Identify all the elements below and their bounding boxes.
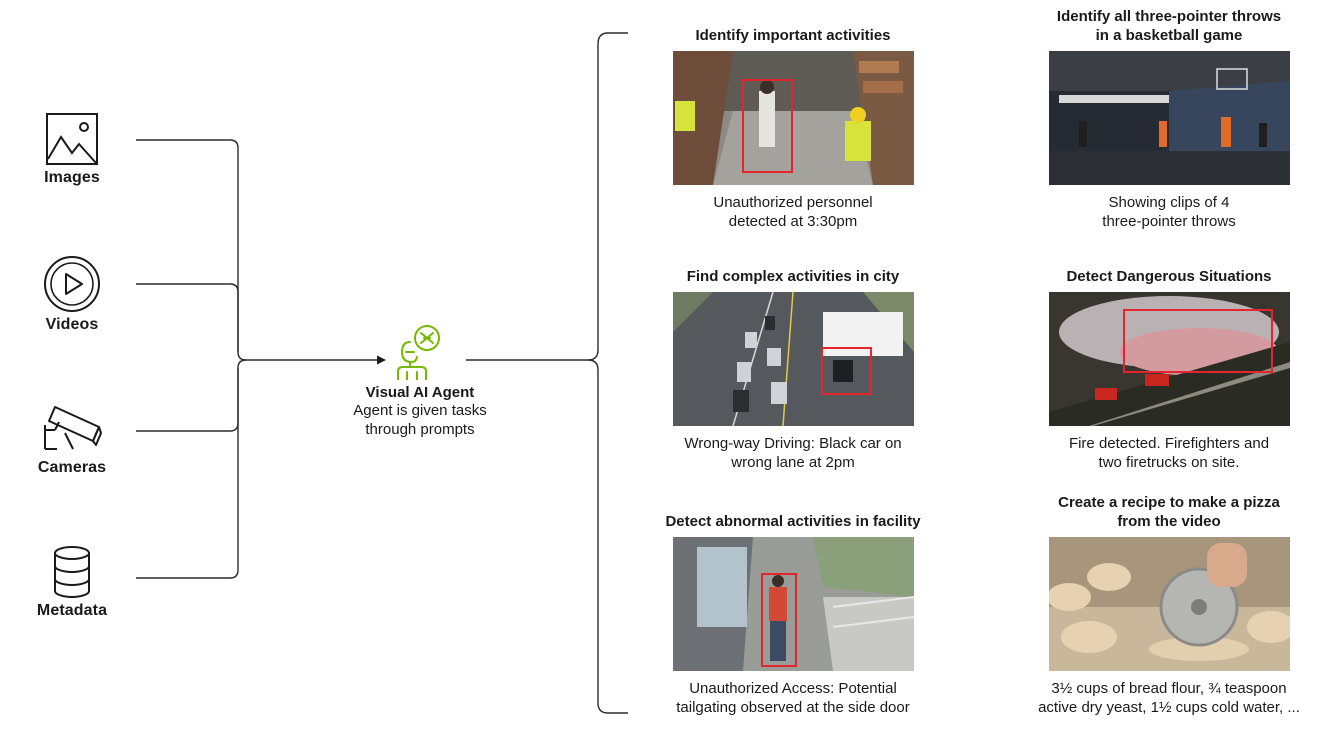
detection-box (741, 79, 793, 173)
task-title: Find complex activities in city (686, 268, 900, 285)
connector-lower-bracket (597, 370, 628, 714)
image-icon (46, 113, 98, 165)
task-title: Detect abnormal activities in facility (665, 513, 921, 530)
task-title-line1: Create a recipe to make a pizza (1058, 494, 1280, 511)
agent-description-line2: through prompts (365, 421, 475, 438)
task-caption: Showing clips of 4 three-pointer throws (1019, 193, 1319, 231)
detection-box (820, 347, 872, 395)
play-icon (44, 256, 100, 312)
task-card-pizza: Create a recipe to make a pizza from the… (1019, 493, 1319, 717)
visual-ai-agent: Visual AI Agent Agent is given tasks thr… (320, 320, 520, 439)
task-image-facility (672, 537, 914, 671)
connector-images (136, 139, 247, 361)
agent-title: Visual AI Agent (365, 384, 475, 401)
task-title: Identify important activities (695, 27, 891, 44)
task-caption: Fire detected. Firefighters and two fire… (1019, 434, 1319, 472)
connector-from-agent (466, 32, 628, 361)
connector-videos (136, 283, 239, 352)
input-label-cameras: Cameras (37, 459, 107, 476)
camera-icon (44, 406, 102, 450)
task-image-warehouse (672, 51, 914, 185)
task-card-city: Find complex activities in city Wrong-wa… (643, 267, 943, 472)
task-image-city (672, 292, 914, 426)
connector-metadata (136, 368, 239, 579)
task-caption-line1: Showing clips of 4 (1108, 194, 1230, 211)
connector-cameras (136, 359, 247, 432)
task-caption: 3½ cups of bread flour, ¾ teaspoon activ… (1019, 679, 1319, 717)
task-caption-line2: wrong lane at 2pm (731, 454, 855, 471)
input-label-images: Images (44, 169, 100, 186)
task-caption-line1: 3½ cups of bread flour, ¾ teaspoon (1051, 680, 1287, 697)
task-caption: Wrong-way Driving: Black car on wrong la… (643, 434, 943, 472)
task-title-line2: in a basketball game (1095, 27, 1243, 44)
input-cameras: Cameras (22, 403, 122, 477)
task-title-line2: from the video (1117, 513, 1221, 530)
input-label-metadata: Metadata (36, 602, 108, 619)
agent-description-line1: Agent is given tasks (353, 402, 487, 419)
task-image-pizza (1048, 537, 1290, 671)
detection-box (760, 573, 797, 667)
task-caption-line1: Unauthorized personnel (713, 194, 873, 211)
input-images: Images (22, 113, 122, 187)
task-card-basketball: Identify all three-pointer throws in a b… (1019, 7, 1319, 231)
task-title-line1: Identify all three-pointer throws (1056, 8, 1282, 25)
task-caption-line2: two firetrucks on site. (1098, 454, 1240, 471)
task-image-fire (1048, 292, 1290, 426)
task-caption-line1: Fire detected. Firefighters and (1068, 435, 1270, 452)
detection-box (1122, 309, 1273, 373)
input-label-videos: Videos (45, 316, 99, 333)
arrowhead (377, 355, 386, 365)
task-caption: Unauthorized personnel detected at 3:30p… (643, 193, 943, 231)
task-card-warehouse: Identify important activities Unauthoriz… (643, 26, 943, 231)
task-caption-line1: Wrong-way Driving: Black car on (684, 435, 902, 452)
task-title: Detect Dangerous Situations (1066, 268, 1272, 285)
task-caption-line1: Unauthorized Access: Potential (689, 680, 897, 697)
ai-agent-icon (397, 325, 440, 380)
database-icon (54, 546, 90, 598)
input-videos: Videos (22, 256, 122, 334)
task-caption-line2: three-pointer throws (1102, 213, 1236, 230)
task-caption-line2: detected at 3:30pm (728, 213, 858, 230)
task-card-facility: Detect abnormal activities in facility U… (643, 512, 943, 717)
input-metadata: Metadata (22, 546, 122, 620)
task-caption-line2: tailgating observed at the side door (676, 699, 910, 716)
task-caption-line2: active dry yeast, 1½ cups cold water, ..… (1038, 699, 1300, 716)
task-caption: Unauthorized Access: Potential tailgatin… (643, 679, 943, 717)
task-card-fire: Detect Dangerous Situations Fire detecte… (1019, 267, 1319, 472)
task-image-basketball (1048, 51, 1290, 185)
